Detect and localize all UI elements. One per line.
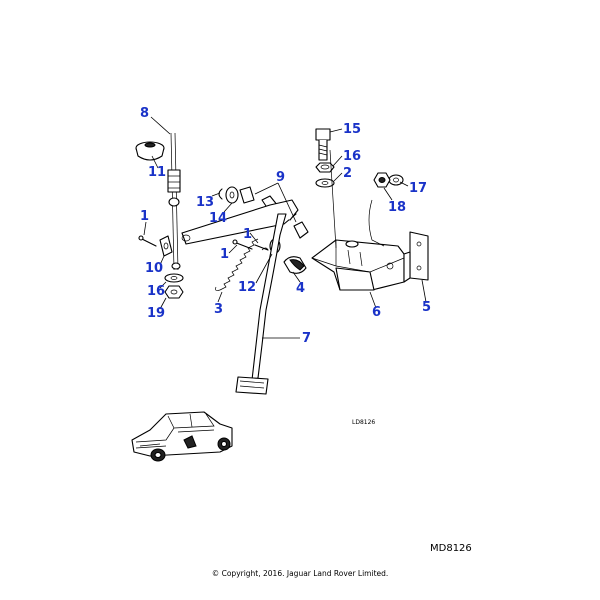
part-10-clevis	[159, 235, 173, 257]
callout-2: 2	[343, 166, 352, 181]
callout-12: 12	[238, 280, 256, 295]
callout-7: 7	[302, 331, 311, 346]
callout-16-lower: 16	[147, 284, 165, 299]
callout-1-left: 1	[140, 209, 149, 224]
callout-14: 14	[209, 211, 227, 226]
callout-6: 6	[372, 305, 381, 320]
inset-reference: LD8126	[352, 419, 375, 426]
part-16-nut-upper	[315, 162, 335, 173]
part-16-washer-lower	[164, 273, 184, 283]
part-3-spring	[215, 238, 269, 291]
callout-1-lower: 1	[220, 247, 229, 262]
callout-18: 18	[388, 200, 406, 215]
part-14-washers	[225, 186, 255, 204]
callout-8: 8	[140, 106, 149, 121]
callout-15: 15	[343, 122, 361, 137]
part-13-circlip	[218, 188, 223, 200]
callout-13: 13	[196, 195, 214, 210]
part-5-mounting-plate	[368, 199, 429, 283]
callout-3: 3	[214, 302, 223, 317]
part-11-grommet	[135, 141, 165, 161]
leader-lines	[143, 116, 427, 310]
callout-4: 4	[296, 281, 305, 296]
part-18-nut	[373, 172, 391, 188]
part-19-nut	[164, 285, 184, 299]
part-8-rod	[167, 132, 181, 271]
callout-5: 5	[422, 300, 431, 315]
callout-16: 16	[343, 149, 361, 164]
copyright-notice: © Copyright, 2016. Jaguar Land Rover Lim…	[211, 569, 389, 578]
callout-10: 10	[145, 261, 163, 276]
part-15-bolt	[315, 128, 331, 161]
car-inset-illustration: LD8126	[131, 411, 375, 462]
callout-11: 11	[148, 165, 166, 180]
part-2-washer	[315, 178, 335, 188]
callout-1-middle: 1	[243, 227, 252, 242]
callout-9: 9	[276, 170, 285, 185]
part-7-pedal	[235, 213, 300, 395]
drawing-code: MD8126	[430, 543, 472, 554]
callout-19: 19	[147, 306, 165, 321]
callout-17: 17	[409, 181, 427, 196]
callout-labels: 8 11 15 16 2 9 13 14 17 18 1 1 1 10 12 4…	[140, 106, 431, 346]
part-4-pedal-stop	[283, 256, 307, 274]
pedal-lever-arm	[181, 199, 299, 245]
part-17-washer	[388, 174, 404, 186]
